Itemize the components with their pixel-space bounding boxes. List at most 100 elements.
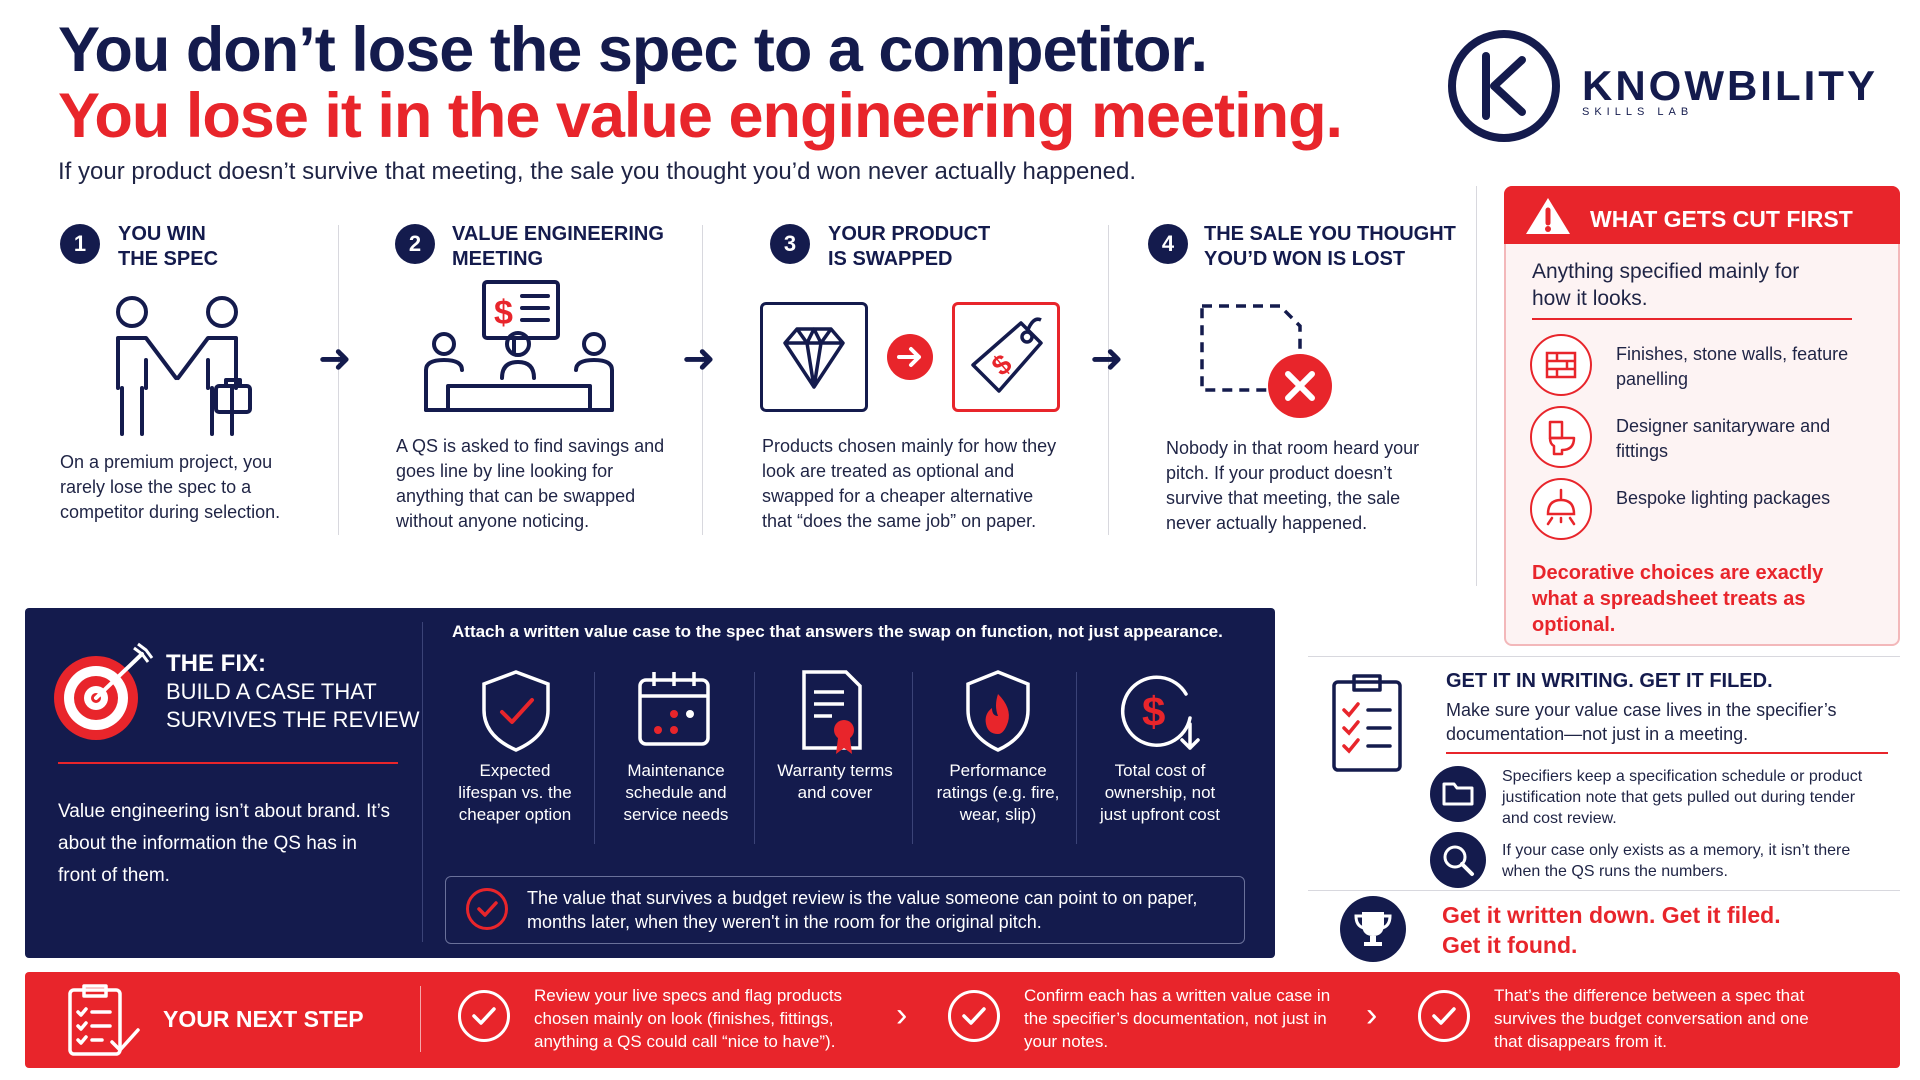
divider — [702, 225, 703, 535]
target-icon — [50, 640, 154, 744]
divider — [420, 986, 421, 1052]
fix-item-label: Warranty terms and cover — [777, 761, 893, 802]
divider — [58, 762, 398, 764]
svg-text:$: $ — [1142, 688, 1165, 735]
fix-item-label: Performance ratings (e.g. fire, wear, sl… — [936, 761, 1060, 824]
next-step-item: That’s the difference between a spec tha… — [1494, 986, 1809, 1051]
magnifier-icon — [1430, 832, 1486, 888]
step-title-line: MEETING — [452, 248, 544, 270]
divider — [1476, 186, 1477, 586]
swap-arrow-icon — [887, 334, 933, 380]
cut-first-title: WHAT GETS CUT FIRST — [1590, 206, 1853, 232]
fix-body: Value engineering isn’t about brand. It’… — [58, 801, 391, 886]
cut-first-header — [1504, 186, 1900, 244]
step-title-line: YOUR PRODUCT — [828, 223, 991, 245]
pendant-lamp-icon — [1530, 478, 1592, 540]
fix-title-line: THE FIX: — [166, 650, 266, 677]
step-title: YOUR PRODUCT IS SWAPPED — [828, 222, 990, 272]
step-body: Products chosen mainly for how they look… — [762, 436, 1057, 531]
fix-title-line: SURVIVES THE REVIEW — [166, 707, 420, 732]
clipboard-check-icon — [66, 982, 142, 1060]
step-number: 1 — [60, 224, 100, 264]
fix-callout-text: The value that survives a budget review … — [527, 888, 1198, 932]
svg-text:$: $ — [494, 294, 513, 332]
fix-title: THE FIX: BUILD A CASE THAT SURVIVES THE … — [166, 650, 419, 734]
arrow-right-icon: ➜ — [318, 337, 352, 381]
step-title-line: THE SPEC — [118, 248, 219, 270]
cut-item-text: Designer sanitaryware and fittings — [1616, 416, 1831, 461]
chevron-right-icon: › — [1366, 996, 1378, 1034]
diamond-icon — [760, 302, 868, 412]
divider — [1446, 752, 1888, 754]
check-circle-icon — [1418, 990, 1470, 1042]
fix-instruction: Attach a written value case to the spec … — [452, 622, 1223, 641]
logo-name: KNOWBILITY — [1582, 62, 1878, 109]
divider — [1532, 318, 1852, 320]
divider — [338, 225, 339, 535]
subtitle: If your product doesn’t survive that mee… — [58, 158, 1137, 185]
step-number: 2 — [395, 224, 435, 264]
headline-line-2: You lose it in the value engineering mee… — [58, 81, 1343, 151]
divider — [1076, 672, 1077, 844]
calendar-icon — [636, 670, 712, 750]
fix-item-label: Maintenance schedule and service needs — [623, 761, 729, 824]
divider — [1308, 890, 1900, 891]
step-number: 4 — [1148, 224, 1188, 264]
step-body: On a premium project, you rarely lose th… — [60, 452, 281, 522]
divider — [912, 672, 913, 844]
checklist-clipboard-icon — [1330, 670, 1404, 774]
headline-line-1: You don’t lose the spec to a competitor. — [58, 15, 1208, 85]
step-title-line: THE SALE YOU THOUGHT — [1204, 223, 1456, 245]
meeting-icon: $ — [418, 278, 618, 418]
fire-shield-icon — [962, 668, 1034, 754]
chevron-right-icon: › — [896, 996, 908, 1034]
next-step-item: Review your live specs and flag products… — [534, 986, 843, 1051]
divider — [594, 672, 595, 844]
toilet-icon — [1530, 406, 1592, 468]
step-title: YOU WIN THE SPEC — [118, 222, 218, 272]
trophy-icon — [1340, 896, 1406, 962]
next-step-title: YOUR NEXT STEP — [163, 1006, 364, 1032]
writing-closing: Get it written down. Get it filed. Get i… — [1442, 900, 1781, 960]
price-tag-icon: $ — [952, 302, 1060, 412]
k-logo-icon — [1482, 52, 1526, 120]
writing-heading: GET IT IN WRITING. GET IT FILED. — [1446, 670, 1773, 692]
writing-subheading: Make sure your value case lives in the s… — [1446, 700, 1837, 744]
step-body: A QS is asked to find savings and goes l… — [396, 436, 665, 531]
step-title: THE SALE YOU THOUGHT YOU’D WON IS LOST — [1204, 222, 1456, 272]
divider — [422, 622, 423, 942]
check-circle-icon — [948, 990, 1000, 1042]
folder-icon — [1430, 766, 1486, 822]
writing-closing-line: Get it written down. Get it filed. — [1442, 902, 1781, 928]
cut-item-text: Finishes, stone walls, feature panelling — [1616, 344, 1849, 389]
check-circle-icon — [458, 990, 510, 1042]
shield-check-icon — [478, 668, 554, 754]
certificate-icon — [800, 668, 870, 758]
fix-item-label: Total cost of ownership, not just upfron… — [1099, 761, 1220, 824]
logo-mark — [1448, 30, 1560, 142]
step-title: VALUE ENGINEERING MEETING — [452, 222, 664, 272]
writing-closing-line: Get it found. — [1442, 932, 1578, 958]
lost-document-icon — [1198, 300, 1338, 422]
step-title-line: YOU WIN — [118, 223, 206, 245]
brick-wall-icon — [1530, 334, 1592, 396]
divider — [754, 672, 755, 844]
writing-item-text: Specifiers keep a specification schedule… — [1502, 768, 1863, 827]
logo-tagline: SKILLS LAB — [1582, 106, 1694, 118]
next-step-item: Confirm each has a written value case in… — [1024, 986, 1331, 1051]
handshake-icon — [100, 290, 260, 440]
step-number: 3 — [770, 224, 810, 264]
divider — [1108, 225, 1109, 535]
step-title-line: YOU’D WON IS LOST — [1204, 248, 1406, 270]
fix-title-line: BUILD A CASE THAT — [166, 679, 377, 704]
divider — [1308, 656, 1900, 657]
step-title-line: VALUE ENGINEERING — [452, 223, 664, 245]
step-body: Nobody in that room heard your pitch. If… — [1166, 438, 1420, 533]
arrow-right-icon: ➜ — [682, 337, 716, 381]
check-circle-icon — [466, 888, 508, 930]
cut-item-text: Bespoke lighting packages — [1616, 488, 1831, 508]
writing-item-text: If your case only exists as a memory, it… — [1502, 842, 1851, 880]
arrow-right-icon: ➜ — [1090, 337, 1124, 381]
step-title-line: IS SWAPPED — [828, 248, 953, 270]
fix-item-label: Expected lifespan vs. the cheaper option — [458, 761, 572, 824]
